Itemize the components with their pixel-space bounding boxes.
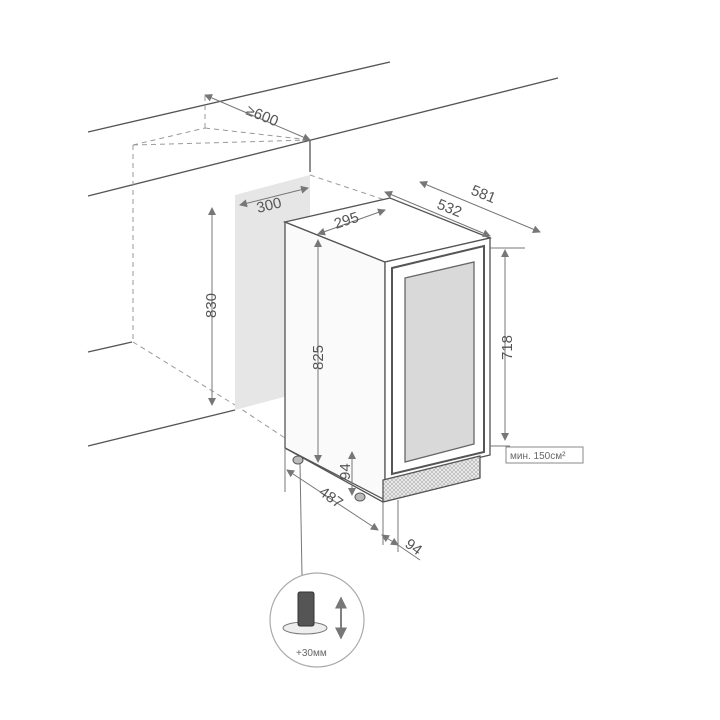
dim-depth-total: 581 <box>469 182 499 207</box>
door-glass <box>404 261 475 463</box>
wine-cooler <box>282 197 493 503</box>
adjustable-foot-detail: +30мм <box>269 572 365 668</box>
ventilation-label-box <box>505 446 584 464</box>
dim-door-height: 718 <box>499 335 516 360</box>
dim-cabinet-height: 825 <box>310 345 327 370</box>
dim-niche-depth: ≥600 <box>244 102 281 130</box>
foot-adjust-label: +30мм <box>296 648 327 659</box>
ventilation-label: мин. 150см² <box>510 451 566 462</box>
dim-base-depth: 487 <box>316 483 346 511</box>
vent-grille <box>382 455 481 503</box>
dimension-lines <box>204 94 541 576</box>
dim-plinth-offset: 94 <box>402 535 425 559</box>
dim-cabinet-width: 295 <box>332 209 361 233</box>
dim-base-height: 94 <box>337 463 354 480</box>
dim-side-gap: 300 <box>255 194 283 217</box>
dim-niche-height: 830 <box>203 293 220 318</box>
